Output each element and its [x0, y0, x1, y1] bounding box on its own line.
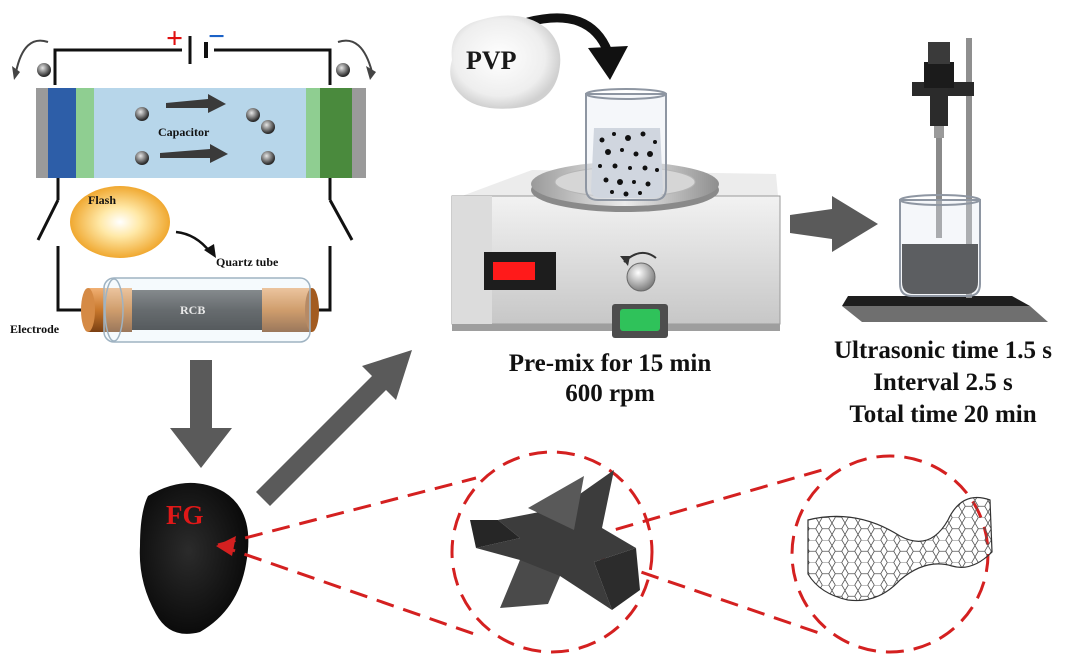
electron-icon — [135, 107, 275, 165]
flash-label: Flash — [88, 193, 117, 207]
interval-label: Interval 2.5 s — [873, 369, 1013, 396]
pvp-powder — [450, 15, 561, 109]
positive-sign: + — [166, 22, 184, 55]
flash-icon — [70, 186, 170, 258]
battery-icon — [188, 36, 208, 64]
process-arrows — [170, 13, 878, 506]
electron-icon — [37, 63, 350, 77]
ultrasonic-probe-icon — [842, 38, 1048, 322]
flash-circuit — [12, 36, 376, 343]
beaker-icon — [585, 88, 667, 201]
capacitor-label: Capacitor — [158, 125, 210, 139]
rcb-label: RCB — [180, 303, 206, 317]
graphene-sheet-icon — [470, 470, 640, 610]
graphene-lattice-icon — [807, 496, 993, 602]
total-time-label: Total time 20 min — [849, 401, 1037, 428]
premix-time-label: Pre-mix for 15 min — [508, 350, 712, 377]
quartz-tube-label: Quartz tube — [216, 255, 279, 269]
pvp-label: PVP — [466, 46, 517, 75]
negative-sign: − — [208, 20, 226, 53]
premix-speed-label: 600 rpm — [565, 380, 655, 407]
ultrasonic-time-label: Ultrasonic time 1.5 s — [833, 337, 1053, 364]
quartz-tube-assembly — [81, 277, 319, 343]
electrode-label: Electrode — [10, 322, 60, 336]
fg-label: FG — [166, 500, 204, 530]
fg-powder — [139, 482, 249, 634]
